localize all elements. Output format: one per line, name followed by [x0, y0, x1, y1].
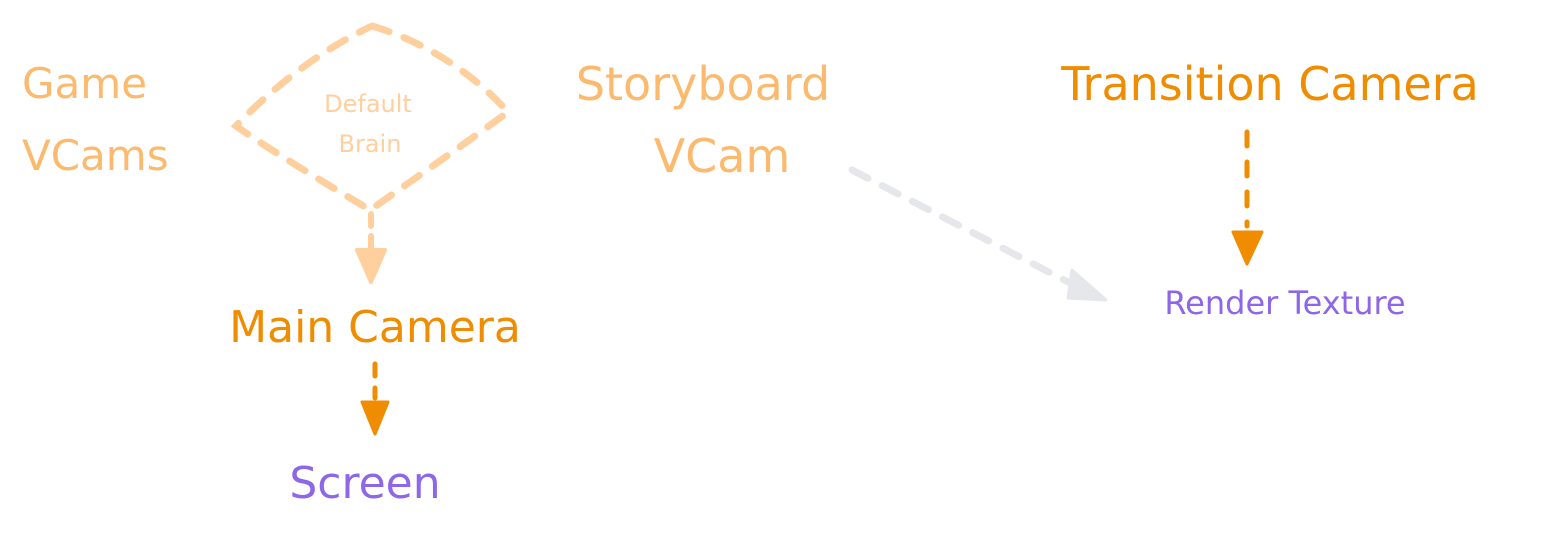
default-brain-label-line2: Brain — [339, 130, 402, 158]
game-vcams-label-line1: Game — [22, 59, 147, 108]
storyboard-to-render-texture-arrowhead — [1066, 268, 1108, 302]
storyboard-vcam-label-line2: VCam — [654, 129, 791, 183]
game-vcams-label-line2: VCams — [22, 131, 169, 180]
storyboard-vcam-label-line1: Storyboard — [576, 57, 830, 111]
storyboard-to-render-texture-arrow-line — [848, 166, 1072, 286]
main-camera-label: Main Camera — [229, 302, 521, 353]
main-camera-to-screen-arrowhead — [360, 400, 390, 436]
screen-label: Screen — [289, 458, 440, 509]
brain-to-main-camera-arrowhead — [355, 248, 387, 284]
default-brain-diamond — [230, 22, 514, 215]
transition-camera-to-render-texture-arrowhead — [1231, 230, 1264, 266]
default-brain-label-line1: Default — [324, 90, 412, 118]
transition-camera-label: Transition Camera — [1060, 57, 1479, 111]
render-texture-label: Render Texture — [1164, 284, 1405, 322]
